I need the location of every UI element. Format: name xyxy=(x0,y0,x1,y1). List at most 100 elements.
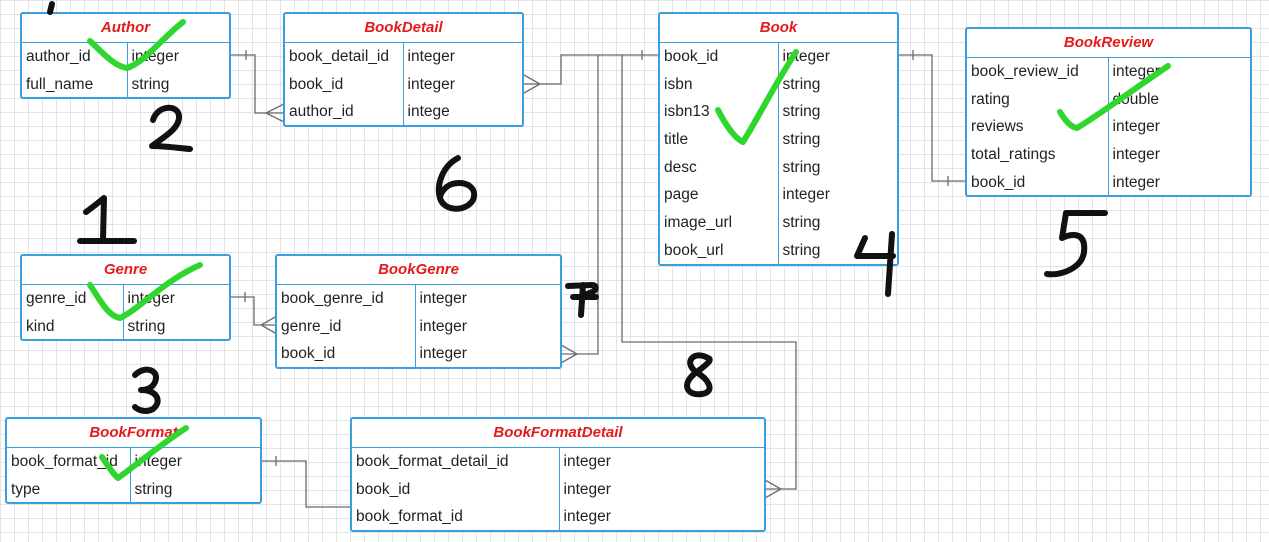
connector-book-bookgenre xyxy=(560,55,599,364)
handwritten-number-3 xyxy=(132,366,161,414)
field-name: isbn xyxy=(660,70,779,99)
field-name: book_id xyxy=(277,340,416,369)
field-name: book_id xyxy=(285,70,404,99)
handwritten-number-5 xyxy=(1044,210,1108,278)
field-name: genre_id xyxy=(277,312,416,341)
check-mark-bookreview xyxy=(1057,63,1171,131)
field-type: integer xyxy=(407,75,455,93)
field-type: string xyxy=(782,103,821,121)
connector-book-bookdetail xyxy=(523,50,659,94)
entity-title: BookReview xyxy=(967,29,1250,58)
field-name: book_review_id xyxy=(967,58,1109,86)
field-name: book_genre_id xyxy=(277,285,416,313)
field-type: integer xyxy=(1112,173,1160,191)
field-type: string xyxy=(782,213,821,231)
field-name: image_url xyxy=(660,209,779,237)
field-type: integer xyxy=(407,47,455,65)
field-type: string xyxy=(131,75,170,93)
handwritten-number-4 xyxy=(854,231,896,297)
field-name: book_detail_id xyxy=(285,43,404,71)
entity-title: Genre xyxy=(22,256,229,285)
field-type: integer xyxy=(563,508,611,526)
field-name: desc xyxy=(660,153,779,182)
connector-genre-bookgenre xyxy=(231,292,278,335)
field-name: page xyxy=(660,181,779,210)
entity-title: BookGenre xyxy=(277,256,560,285)
check-mark-genre xyxy=(87,262,203,321)
handwritten-number-6 xyxy=(436,155,478,212)
entity-title: Author xyxy=(22,14,229,43)
field-name: book_id xyxy=(967,168,1109,197)
field-name: title xyxy=(660,126,779,154)
field-type: integer xyxy=(563,480,611,498)
field-name: kind xyxy=(22,312,124,341)
field-type: string xyxy=(127,317,166,335)
field-name: book_format_id xyxy=(352,503,560,532)
check-mark-book xyxy=(715,49,799,145)
field-type: integer xyxy=(1112,118,1160,136)
field-name: book_id xyxy=(352,475,560,504)
check-mark-author xyxy=(87,19,186,71)
entity-title: Book xyxy=(660,14,897,43)
handwritten-stroke xyxy=(47,1,55,15)
field-name: full_name xyxy=(22,70,128,99)
field-name: reviews xyxy=(967,113,1109,142)
connector-author-bookdetail xyxy=(231,50,285,123)
field-type: string xyxy=(782,130,821,148)
handwritten-number-1 xyxy=(77,195,137,244)
handwritten-number-2 xyxy=(149,104,193,152)
connector-book-bookformatdetail xyxy=(621,55,797,499)
field-name: book_url xyxy=(660,236,779,265)
field-type: integer xyxy=(419,345,467,363)
field-type: string xyxy=(782,75,821,93)
field-type: integer xyxy=(419,317,467,335)
connector-book-bookreview xyxy=(899,50,966,186)
field-type: string xyxy=(782,241,821,259)
field-type: integer xyxy=(1112,62,1160,80)
field-type: string xyxy=(782,158,821,176)
handwritten-number-8 xyxy=(684,352,713,398)
field-name: book_id xyxy=(660,43,779,71)
field-type: integer xyxy=(563,452,611,470)
field-name: total_ratings xyxy=(967,141,1109,169)
check-mark-bookformat xyxy=(99,425,189,481)
connector-bookformat-bookformatdetail xyxy=(261,456,351,508)
field-type: string xyxy=(134,480,173,498)
field-name: author_id xyxy=(285,98,404,127)
handwritten-number-7 xyxy=(565,282,599,318)
